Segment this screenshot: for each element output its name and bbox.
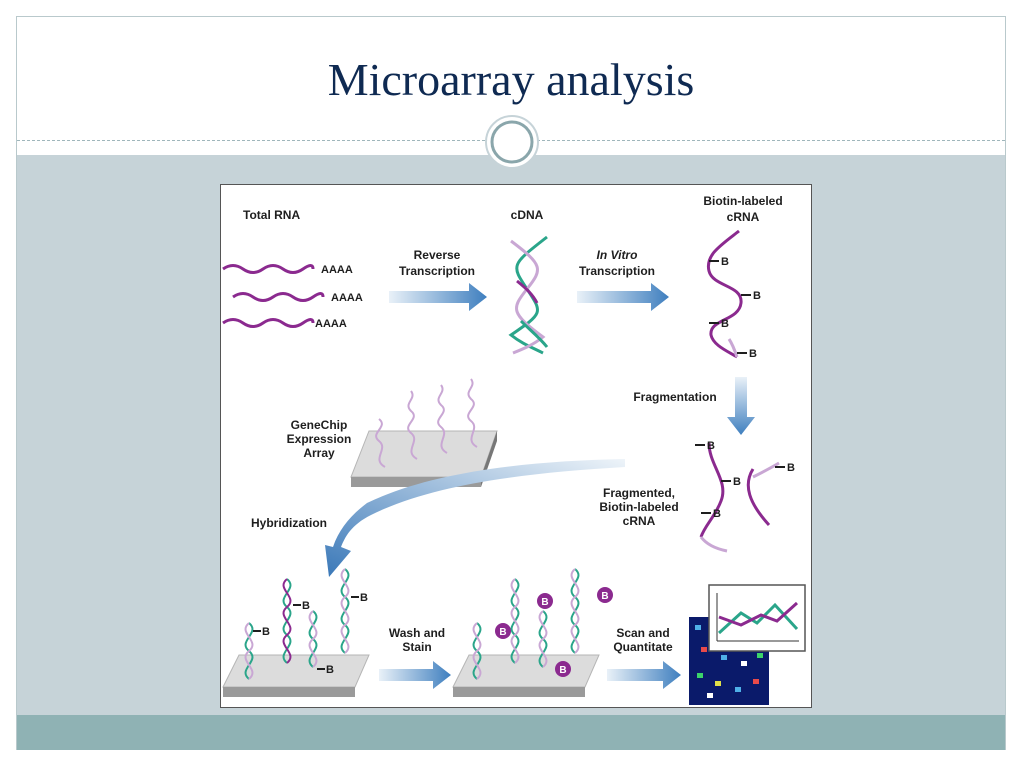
- cdna-strand-dark: [516, 279, 539, 304]
- stained-biotin-1: B: [495, 623, 511, 639]
- arrow-reverse-transcription: [389, 283, 487, 311]
- label-in-vitro-transcription: Transcription: [579, 264, 655, 278]
- fragment-1-light: [699, 536, 728, 553]
- stained-biotin-label-3: B: [559, 665, 566, 676]
- crna-strand: [706, 229, 743, 359]
- fragment-2-light: [752, 461, 780, 479]
- hyb-helix-1b: [244, 622, 254, 680]
- probe-4: [467, 378, 478, 448]
- stain-chip-side: [453, 687, 585, 697]
- biotin-3: B: [721, 318, 729, 330]
- stain-helix-1b: [472, 622, 482, 680]
- crna-strand-light: [727, 338, 739, 358]
- frag-biotin-1: B: [707, 440, 715, 452]
- fragment-2: [746, 468, 771, 527]
- hyb-biotin-4: B: [360, 592, 368, 604]
- stained-biotin-2: B: [537, 593, 553, 609]
- hyb-helix-4b: [340, 568, 350, 654]
- hyb-helix-3b: [308, 610, 318, 668]
- label-in-vitro: In Vitro: [597, 248, 638, 262]
- arrow-scan-quantitate: [607, 661, 681, 689]
- cdna-strand-purple: [510, 239, 546, 355]
- label-genechip-1: GeneChip: [291, 418, 348, 432]
- circle-ornament-icon: [485, 115, 539, 169]
- microarray-workflow-diagram: Total RNA AAAA AAAA AAAA Reverse Transcr…: [220, 184, 812, 708]
- stain-helix-2b: [510, 578, 520, 664]
- slide-footer: [17, 715, 1005, 750]
- arrow-in-vitro-transcription: [577, 283, 669, 311]
- label-scan-1: Scan and: [616, 626, 669, 640]
- label-fragmented-2: Biotin-labeled: [599, 500, 678, 514]
- frag-biotin-4: B: [713, 508, 721, 520]
- label-biotin-crna-1: Biotin-labeled: [703, 194, 782, 208]
- slide-title: Microarray analysis: [327, 54, 695, 105]
- arrow-wash-stain: [379, 661, 451, 689]
- label-genechip-2: Expression: [287, 432, 352, 446]
- label-fragmented-1: Fragmented,: [603, 486, 675, 500]
- hyb-helix-2b: [282, 578, 292, 664]
- cdna-strand-green: [508, 235, 548, 355]
- biotin-4: B: [749, 348, 757, 360]
- frag-biotin-3: B: [787, 462, 795, 474]
- hyb-biotin-2: B: [302, 600, 310, 612]
- rna-strand-2: [232, 292, 325, 302]
- cdna-strand-dark-2: [519, 319, 549, 348]
- frag-biotin-2: B: [733, 476, 741, 488]
- label-scan-2: Quantitate: [613, 640, 673, 654]
- fragment-1: [699, 442, 725, 538]
- label-total-rna: Total RNA: [243, 208, 300, 222]
- biotin-2: B: [753, 290, 761, 302]
- hyb-biotin-3: B: [326, 664, 334, 676]
- label-genechip-3: Array: [303, 446, 335, 460]
- polya-tail-3: AAAA: [315, 318, 347, 330]
- label-wash-1: Wash and: [389, 626, 445, 640]
- stained-biotin-label-4: B: [601, 591, 608, 602]
- stain-helix-3b: [538, 610, 548, 668]
- label-fragmented-3: cRNA: [623, 514, 656, 528]
- biotin-1: B: [721, 256, 729, 268]
- hyb-biotin-1: B: [262, 626, 270, 638]
- label-biotin-crna-2: cRNA: [727, 210, 760, 224]
- arrow-fragmentation: [727, 377, 755, 435]
- stain-helix-4b: [570, 568, 580, 654]
- label-cdna: cDNA: [511, 208, 544, 222]
- stained-biotin-4: B: [597, 587, 613, 603]
- arrow-hybridization: [325, 459, 625, 577]
- stained-biotin-3: B: [555, 661, 571, 677]
- stained-biotin-label-1: B: [499, 627, 506, 638]
- label-hybridization: Hybridization: [251, 516, 327, 530]
- rna-strand-1: [222, 264, 315, 274]
- label-wash-2: Stain: [402, 640, 431, 654]
- rna-strand-3: [222, 318, 315, 328]
- probe-3: [437, 384, 448, 454]
- label-fragmentation: Fragmentation: [633, 390, 716, 404]
- hyb-chip-side: [223, 687, 355, 697]
- probe-1: [375, 418, 386, 468]
- scan-line-chart-inset: [708, 584, 806, 652]
- polya-tail-2: AAAA: [331, 292, 363, 304]
- label-reverse-transcription-2: Transcription: [399, 264, 475, 278]
- probe-2: [407, 390, 418, 460]
- polya-tail-1: AAAA: [321, 264, 353, 276]
- label-reverse-transcription-1: Reverse: [414, 248, 461, 262]
- stained-biotin-label-2: B: [541, 597, 548, 608]
- array-chip-top: [350, 430, 498, 478]
